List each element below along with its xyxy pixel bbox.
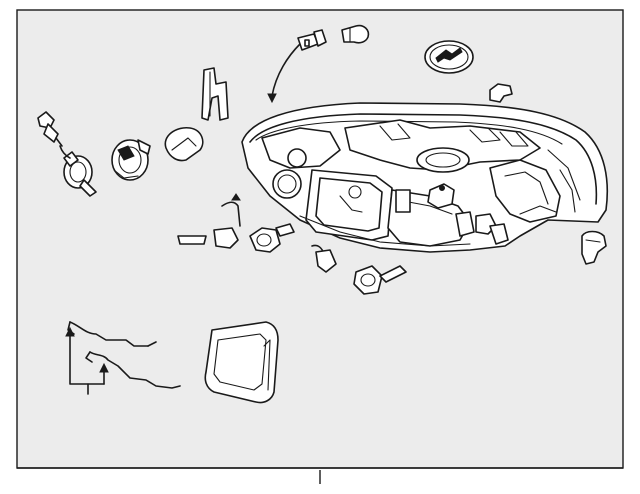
callout-bracket	[65, 326, 109, 395]
wiring-harness-lower[interactable]	[85, 351, 181, 389]
lens-cover[interactable]	[204, 321, 279, 404]
small-bulb-center[interactable]	[311, 244, 337, 273]
bulb-socket-center[interactable]	[249, 223, 295, 253]
headlamp-assembly[interactable]	[241, 102, 609, 253]
side-cap[interactable]	[581, 230, 607, 265]
diagram-background	[16, 9, 624, 469]
bulb-connector-lower[interactable]	[353, 265, 407, 295]
mounting-bracket[interactable]	[201, 67, 229, 121]
small-bulb-left[interactable]	[37, 111, 63, 147]
round-cap[interactable]	[424, 40, 474, 74]
bulb-with-lead[interactable]	[267, 29, 327, 104]
connector-with-lead[interactable]	[177, 193, 241, 249]
bulb-socket-left[interactable]	[59, 145, 97, 197]
bulb-socket-twist[interactable]	[111, 139, 151, 181]
clip[interactable]	[489, 83, 513, 103]
small-bulb-top[interactable]	[341, 24, 370, 44]
bulb-round[interactable]	[164, 126, 204, 162]
